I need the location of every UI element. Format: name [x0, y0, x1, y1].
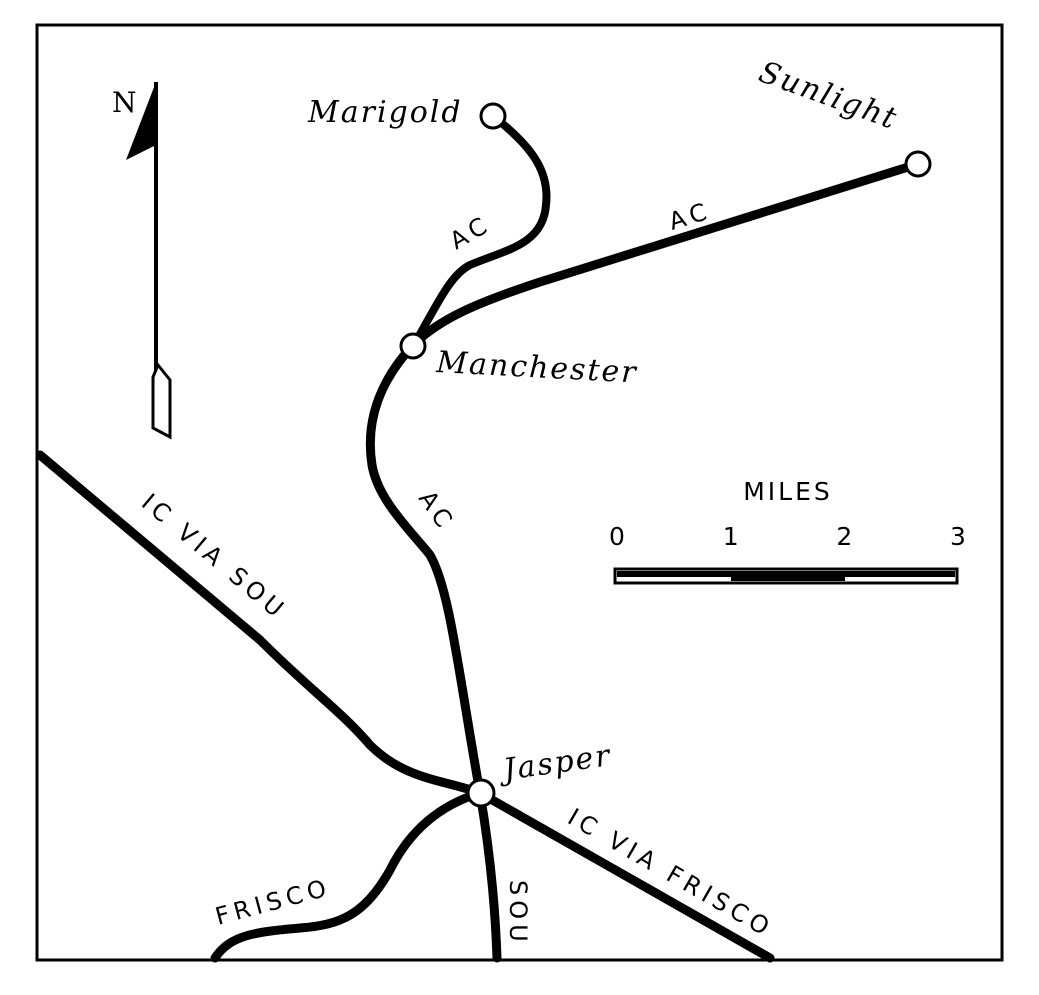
rail-ic-via-frisco [475, 788, 775, 963]
scale-bar-segment-3 [845, 571, 955, 577]
scale-tick-2: 2 [836, 522, 852, 551]
rail-sou [475, 788, 502, 963]
route-label-ac-marigold: AC [445, 210, 496, 256]
scale-bar-segment-1 [617, 571, 731, 577]
rail-frisco [210, 788, 485, 963]
scale-bar: MILES 0 1 2 3 [609, 477, 966, 585]
station-jasper-icon [466, 778, 496, 808]
north-arrow-head-icon [126, 82, 156, 160]
rail-ic-via-sou [35, 450, 485, 798]
scale-tick-3: 3 [950, 522, 966, 551]
scale-bar-segment-2 [731, 571, 845, 581]
town-label-sunlight: Sunlight [754, 55, 902, 137]
town-label-marigold: Marigold [307, 95, 463, 130]
station-marigold-icon [479, 102, 507, 130]
stations [399, 102, 932, 808]
north-arrow: N [112, 82, 172, 440]
scale-title: MILES [743, 477, 833, 506]
station-sunlight-icon [904, 150, 932, 178]
scale-tick-labels: 0 1 2 3 [609, 522, 966, 551]
station-manchester-icon [399, 332, 427, 360]
north-label: N [112, 86, 137, 119]
route-label-ac-south: AC [413, 485, 460, 536]
rail-ac-south [365, 338, 485, 798]
scale-tick-0: 0 [609, 522, 625, 551]
town-label-jasper: Jasper [495, 738, 613, 789]
town-label-manchester: Manchester [435, 345, 639, 391]
railroad-lines [35, 112, 910, 963]
route-label-sou: SOU [504, 880, 532, 947]
north-arrow-tail-icon [151, 362, 172, 440]
map-border [35, 23, 1004, 962]
rail-ac-sunlight [410, 163, 910, 348]
rail-ac-marigold [411, 112, 551, 347]
scale-tick-1: 1 [723, 522, 739, 551]
route-label-ic-via-frisco: IC VIA FRISCO [563, 803, 778, 943]
town-labels: Marigold Sunlight Manchester Jasper [307, 55, 902, 789]
